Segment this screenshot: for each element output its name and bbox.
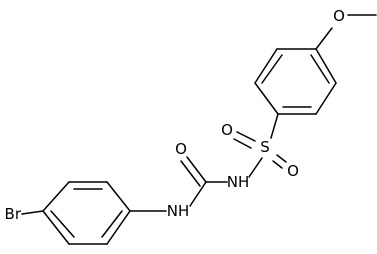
bond — [254, 82, 279, 115]
bond — [261, 54, 283, 84]
bond-nh-c — [189, 181, 207, 207]
atom-label-s: S — [260, 138, 270, 156]
bond-c-o — [180, 160, 201, 187]
bond — [42, 181, 70, 212]
bond-c-br — [21, 210, 44, 215]
atom-label-nh: NH — [167, 202, 190, 220]
bond — [315, 82, 337, 115]
bond — [254, 48, 278, 84]
atom-label-nh: NH — [227, 173, 250, 191]
bond — [310, 54, 330, 84]
bond-ring-o — [315, 27, 333, 50]
atom-label-o: O — [333, 7, 345, 25]
bond-s-ring — [270, 113, 279, 139]
methoxyphenyl-ring — [254, 48, 337, 115]
bond-s-o — [236, 131, 256, 142]
bond — [50, 210, 75, 238]
bond — [315, 48, 337, 84]
bond — [106, 210, 131, 245]
atom-label-o: O — [287, 162, 299, 180]
atom-label-o: O — [175, 140, 187, 158]
bond — [106, 181, 131, 212]
bond-s-o — [233, 138, 252, 149]
bond-s-o — [276, 154, 287, 163]
bond-nh-s — [248, 157, 263, 178]
atom-label-br: Br — [5, 205, 22, 223]
bond-s-o — [272, 160, 283, 169]
bond-c-o — [186, 156, 207, 183]
atom-label-o: O — [221, 121, 233, 139]
bond — [101, 210, 123, 238]
bond — [42, 210, 70, 245]
bromophenyl-ring — [42, 181, 131, 245]
